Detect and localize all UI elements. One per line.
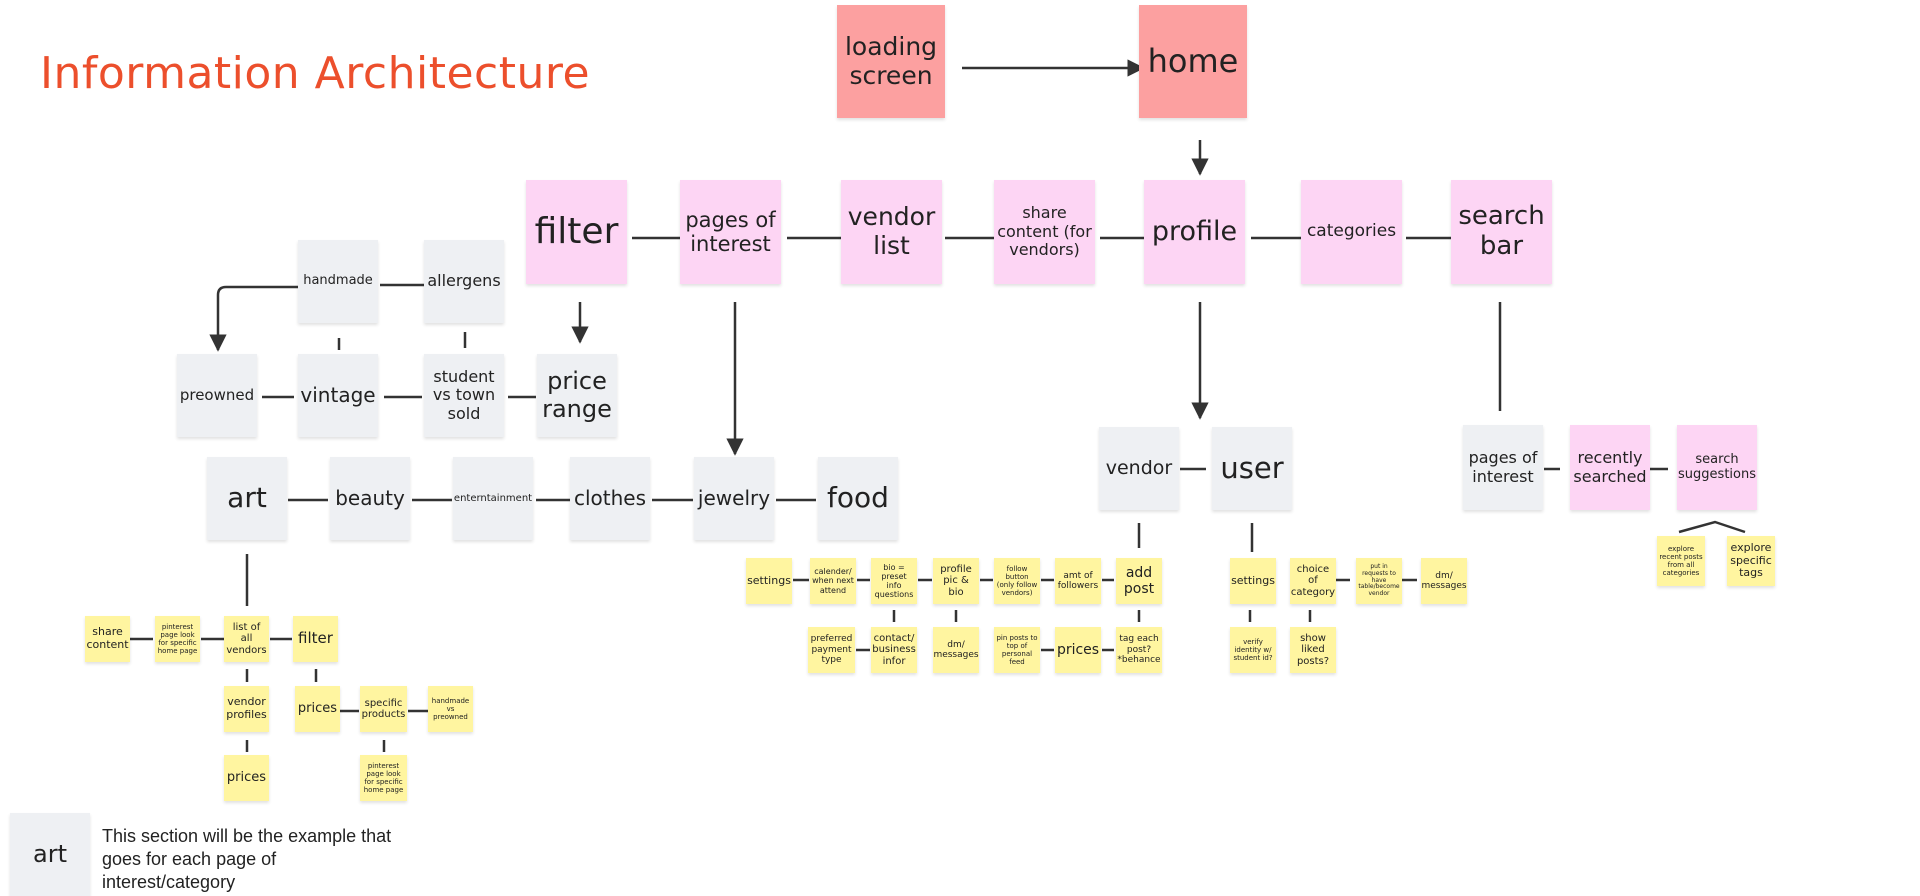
arrow-handmade-preowned bbox=[209, 285, 298, 352]
note-v-tag-post: tag each post? *behance bbox=[1116, 627, 1162, 673]
note-v-dm-messages: dm/ messages bbox=[933, 627, 979, 673]
note-y-specific-products: specific products bbox=[360, 686, 407, 732]
note-categories: categories bbox=[1301, 180, 1402, 284]
note-y-prices-1: prices bbox=[295, 686, 340, 732]
note-allergens: allergens bbox=[424, 240, 504, 323]
note-y-list-vendors: list of all vendors bbox=[224, 616, 269, 662]
note-pages-of-interest-search: pages of interest bbox=[1463, 425, 1543, 510]
note-v-settings: settings bbox=[746, 558, 792, 604]
note-clothes: clothes bbox=[570, 457, 650, 540]
note-student-vs-town: student vs town sold bbox=[424, 354, 504, 437]
note-u-dm-messages: dm/ messages bbox=[1421, 558, 1467, 604]
note-pages-of-interest: pages of interest bbox=[680, 180, 781, 284]
note-y-handmade-preowned: handmade vs preowned bbox=[428, 686, 473, 732]
note-jewelry: jewelry bbox=[694, 457, 774, 540]
legend-description: This section will be the example that go… bbox=[102, 826, 392, 892]
note-u-choice-category: choice of category bbox=[1290, 558, 1336, 604]
note-price-range: price range bbox=[537, 354, 617, 437]
note-v-contact: contact/ business infor bbox=[871, 627, 917, 673]
note-y-pinterest-2: pinterest page look for specific home pa… bbox=[360, 755, 407, 801]
note-home: home bbox=[1139, 5, 1247, 118]
note-v-payment-type: preferred payment type bbox=[808, 627, 855, 673]
note-vendor-list: vendor list bbox=[841, 180, 942, 284]
note-y-share-content: share content bbox=[85, 616, 130, 662]
note-recently-searched: recently searched bbox=[1570, 425, 1650, 510]
note-search-suggestions: search suggestions bbox=[1677, 425, 1757, 510]
note-u-liked-posts: show liked posts? bbox=[1290, 627, 1336, 673]
note-y-pinterest-1: pinterest page look for specific home pa… bbox=[155, 616, 200, 662]
note-beauty: beauty bbox=[330, 457, 410, 540]
note-y-filter: filter bbox=[293, 616, 338, 662]
note-u-verify-identity: verify identity w/ student id? bbox=[1230, 627, 1276, 673]
note-explore-recent: explore recent posts from all categories bbox=[1657, 536, 1705, 586]
note-v-profile-pic: profile pic & bio bbox=[933, 558, 979, 604]
note-preowned: preowned bbox=[177, 354, 257, 437]
note-y-vendor-profiles: vendor profiles bbox=[224, 686, 269, 732]
note-filter: filter bbox=[526, 180, 627, 284]
note-u-settings: settings bbox=[1230, 558, 1276, 604]
note-v-bio: bio = preset info questions bbox=[871, 558, 917, 604]
note-vendor: vendor bbox=[1099, 427, 1179, 510]
note-v-amt-followers: amt of followers bbox=[1055, 558, 1101, 604]
note-v-pin-posts: pin posts to top of personal feed bbox=[994, 627, 1040, 673]
note-y-prices-2: prices bbox=[224, 755, 269, 801]
note-v-prices: prices bbox=[1055, 627, 1101, 673]
page-title: Information Architecture bbox=[40, 48, 591, 99]
line-suggest-branch bbox=[1678, 520, 1746, 534]
note-search-bar: search bar bbox=[1451, 180, 1552, 284]
note-u-requests: put in requests to have table/become ven… bbox=[1356, 558, 1402, 604]
note-v-calendar: calender/ when next attend bbox=[810, 558, 856, 604]
note-v-add-post: add post bbox=[1116, 558, 1162, 604]
note-share-content: share content (for vendors) bbox=[994, 180, 1095, 284]
note-v-follow-button: follow button (only follow vendors) bbox=[994, 558, 1040, 604]
note-entertainment: enterntainment bbox=[453, 457, 533, 540]
note-food: food bbox=[818, 457, 898, 540]
note-profile: profile bbox=[1144, 180, 1245, 284]
note-handmade: handmade bbox=[298, 240, 378, 323]
note-explore-tags: explore specific tags bbox=[1727, 536, 1775, 586]
note-vintage: vintage bbox=[298, 354, 378, 437]
note-art: art bbox=[207, 457, 287, 540]
note-user: user bbox=[1212, 427, 1292, 510]
note-loading-screen: loading screen bbox=[837, 5, 945, 118]
legend-art-note: art bbox=[10, 813, 90, 896]
